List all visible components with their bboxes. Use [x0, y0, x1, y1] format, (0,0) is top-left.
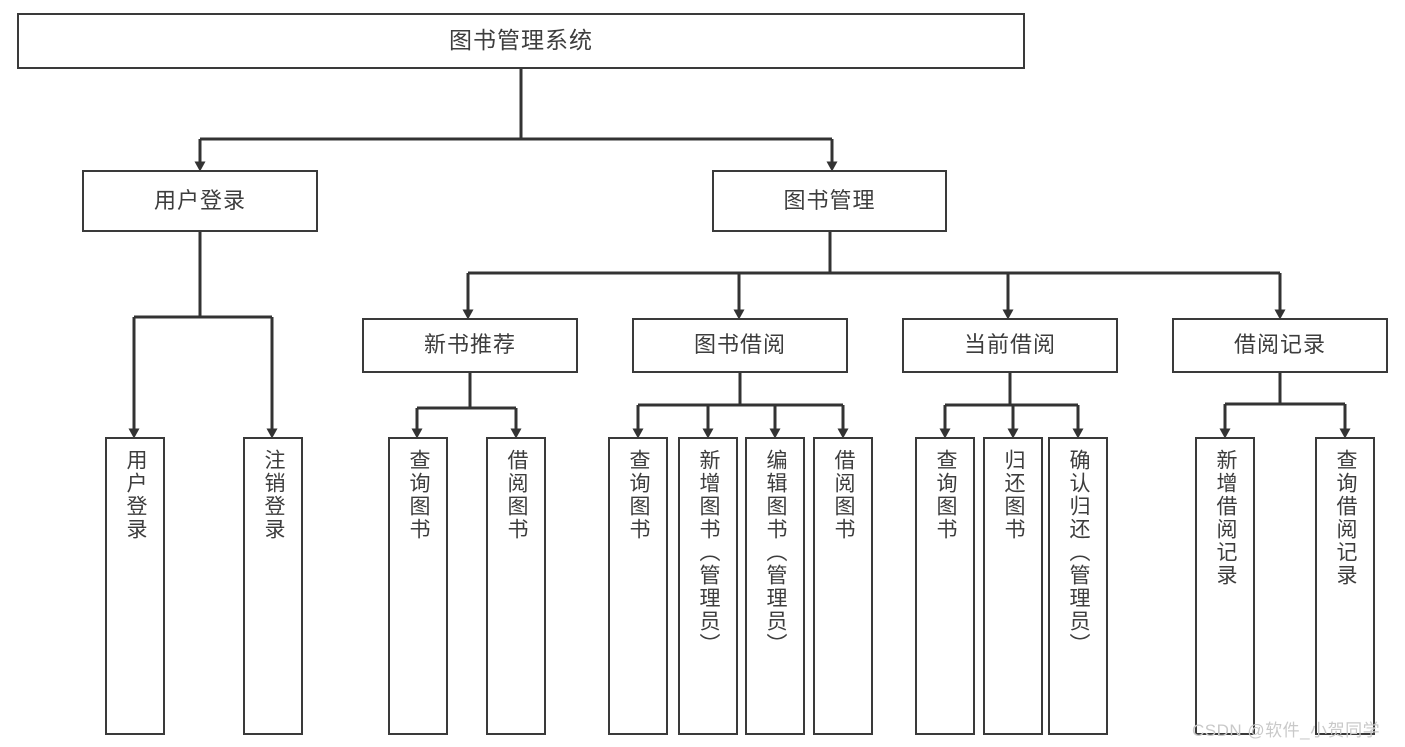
leaf-records-add-record[interactable]: 新增借阅记录 [1195, 437, 1255, 735]
node-book-borrow[interactable]: 图书借阅 [632, 318, 848, 373]
node-new-book-recommend-label: 新书推荐 [423, 332, 516, 358]
leaf-user-login[interactable]: 用户登录 [105, 437, 165, 735]
leaf-borrow-query-book[interactable]: 查询图书 [608, 437, 668, 735]
node-borrow-records-label: 借阅记录 [1233, 332, 1326, 358]
leaf-borrow-query-book-label: 查询图书 [627, 449, 650, 541]
node-book-management-label: 图书管理 [783, 187, 876, 213]
node-user-login[interactable]: 用户登录 [82, 170, 318, 232]
leaf-user-logout-label: 注销登录 [262, 449, 285, 541]
leaf-current-query-book-label: 查询图书 [934, 449, 957, 541]
node-borrow-records[interactable]: 借阅记录 [1172, 318, 1388, 373]
node-current-borrow-label: 当前借阅 [963, 332, 1056, 358]
leaf-borrow-add-book-admin-label: 新增图书（管理员） [697, 449, 720, 656]
leaf-borrow-add-book-admin[interactable]: 新增图书（管理员） [678, 437, 738, 735]
node-new-book-recommend[interactable]: 新书推荐 [362, 318, 578, 373]
leaf-borrow-borrow-book[interactable]: 借阅图书 [813, 437, 873, 735]
node-user-login-label: 用户登录 [153, 187, 246, 213]
leaf-newbook-query-book-label: 查询图书 [407, 449, 430, 541]
leaf-user-login-label: 用户登录 [124, 449, 147, 541]
leaf-current-confirm-return-admin[interactable]: 确认归还（管理员） [1048, 437, 1108, 735]
leaf-borrow-edit-book-admin-label: 编辑图书（管理员） [764, 449, 787, 656]
leaf-borrow-borrow-book-label: 借阅图书 [832, 449, 855, 541]
node-book-management[interactable]: 图书管理 [712, 170, 947, 232]
node-root[interactable]: 图书管理系统 [17, 13, 1025, 69]
leaf-borrow-edit-book-admin[interactable]: 编辑图书（管理员） [745, 437, 805, 735]
leaf-newbook-query-book[interactable]: 查询图书 [388, 437, 448, 735]
leaf-current-confirm-return-admin-label: 确认归还（管理员） [1067, 449, 1090, 656]
leaf-current-return-book-label: 归还图书 [1002, 449, 1025, 541]
leaf-records-query-record-label: 查询借阅记录 [1334, 449, 1357, 587]
leaf-newbook-borrow-book-label: 借阅图书 [505, 449, 528, 541]
leaf-current-query-book[interactable]: 查询图书 [915, 437, 975, 735]
csdn-watermark: CSDN @软件_小贺同学 [1192, 721, 1381, 740]
node-book-borrow-label: 图书借阅 [693, 332, 786, 358]
leaf-records-add-record-label: 新增借阅记录 [1214, 449, 1237, 587]
node-current-borrow[interactable]: 当前借阅 [902, 318, 1118, 373]
leaf-current-return-book[interactable]: 归还图书 [983, 437, 1043, 735]
leaf-user-logout[interactable]: 注销登录 [243, 437, 303, 735]
leaf-records-query-record[interactable]: 查询借阅记录 [1315, 437, 1375, 735]
leaf-newbook-borrow-book[interactable]: 借阅图书 [486, 437, 546, 735]
node-root-label: 图书管理系统 [449, 27, 593, 54]
